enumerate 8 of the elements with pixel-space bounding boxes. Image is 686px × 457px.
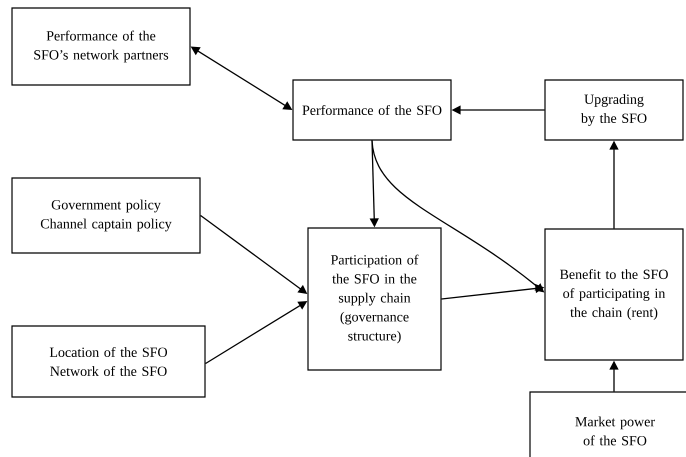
text-box: Market power of the SFO — [529, 391, 686, 457]
text-box: Upgrading by the SFO — [544, 79, 684, 141]
text-box: Performance of the SFO — [292, 79, 452, 141]
text-box: Location of the SFO Network of the SFO — [11, 325, 206, 398]
text-box: Participation of the SFO in the supply chain (governance structure) — [307, 227, 442, 371]
text-box: Performance of the SFO’s network partners — [11, 7, 191, 86]
text-box: Benefit to the SFO of participating in the chain (rent) — [544, 228, 684, 361]
text-box: Government policy Channel captain policy — [11, 177, 201, 254]
